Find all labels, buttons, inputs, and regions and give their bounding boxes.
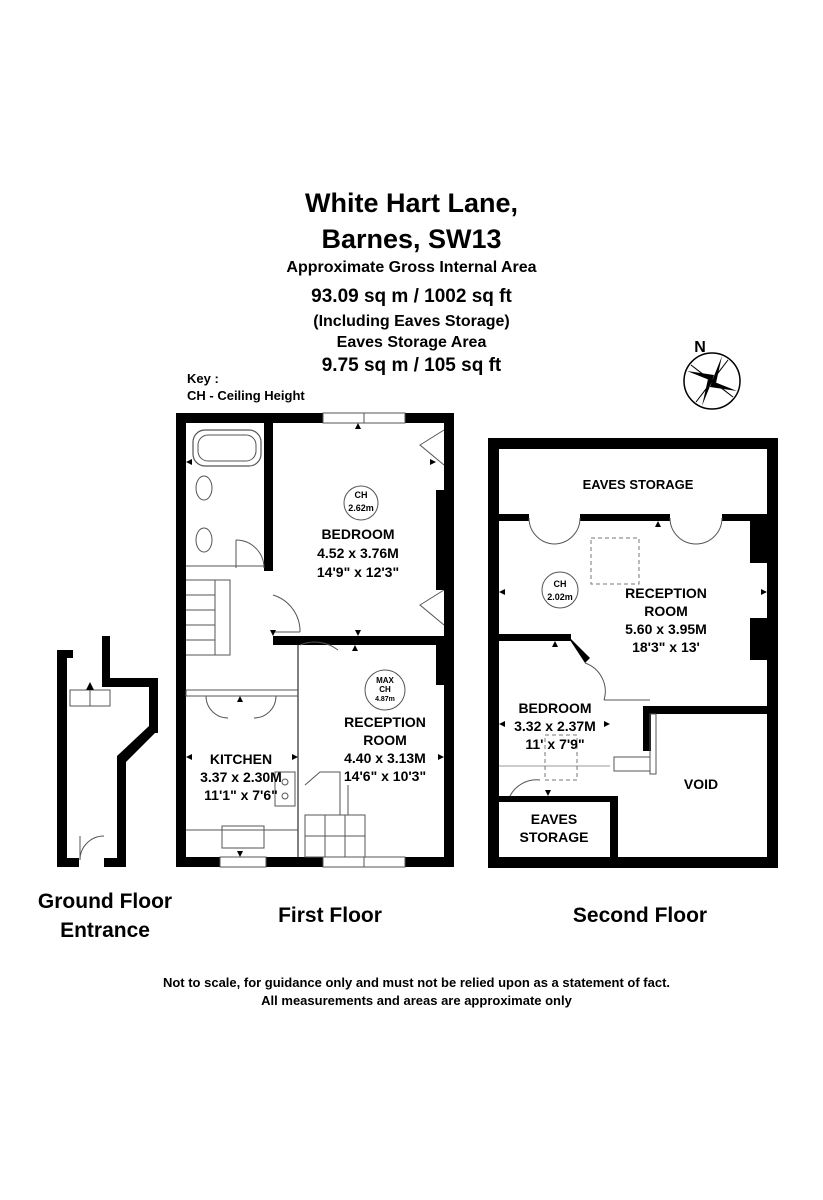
second-floor-label: Second Floor xyxy=(572,904,708,927)
sf-reception-metric: 5.60 x 3.95M xyxy=(625,621,707,637)
ff-reception-ch-label2: CH xyxy=(379,685,391,694)
ff-bedroom-ch-value: 2.62m xyxy=(348,503,374,513)
second-floor-plan: EAVES STORAGE CH 2.02m RECEPTION ROOM 5.… xyxy=(488,438,778,868)
ff-kitchen-imperial: 11'1" x 7'6" xyxy=(204,787,278,803)
ground-floor-plan xyxy=(57,636,158,867)
title-line-2: Barnes, SW13 xyxy=(321,224,502,254)
eaves-area-value: 9.75 sq m / 105 sq ft xyxy=(321,355,502,376)
ff-kitchen-name: KITCHEN xyxy=(210,751,272,767)
ff-reception-ch-value: 4.87m xyxy=(375,696,395,703)
ff-kitchen-metric: 3.37 x 2.30M xyxy=(200,769,282,785)
ff-bedroom-name: BEDROOM xyxy=(321,526,394,542)
ff-bedroom-ch-label: CH xyxy=(355,490,368,500)
first-floor-label: First Floor xyxy=(278,904,382,927)
key-title: Key : xyxy=(187,371,219,386)
title-line-1: White Hart Lane, xyxy=(304,188,519,218)
disclaimer-line-1: Not to scale, for guidance only and must… xyxy=(162,975,671,990)
sf-void-label: VOID xyxy=(684,776,718,792)
ff-reception-name1: RECEPTION xyxy=(344,714,426,730)
ff-reception-ch-label1: MAX xyxy=(376,676,394,685)
eaves-area-label: Eaves Storage Area xyxy=(336,334,487,351)
sf-bedroom-metric: 3.32 x 2.37M xyxy=(514,718,596,734)
gia-value: 93.09 sq m / 1002 sq ft xyxy=(311,286,512,307)
first-floor-plan: CH 2.62m BEDROOM 4.52 x 3.76M 14'9" x 12… xyxy=(176,412,454,868)
key-entry: CH - Ceiling Height xyxy=(187,388,305,403)
ff-bedroom-imperial: 14'9" x 12'3" xyxy=(317,564,399,580)
sf-bedroom-imperial: 11' x 7'9" xyxy=(525,736,584,752)
ff-reception-metric: 4.40 x 3.13M xyxy=(344,750,426,766)
gia-note: (Including Eaves Storage) xyxy=(313,313,510,330)
sf-bedroom-name: BEDROOM xyxy=(518,700,591,716)
ground-floor-label-line2: Entrance xyxy=(60,919,150,942)
ff-reception-name2: ROOM xyxy=(363,732,407,748)
sf-reception-name1: RECEPTION xyxy=(625,585,707,601)
sf-reception-ch-value: 2.02m xyxy=(547,592,573,602)
sf-reception-name2: ROOM xyxy=(644,603,688,619)
sf-reception-ch-label: CH xyxy=(554,579,567,589)
gia-label: Approximate Gross Internal Area xyxy=(286,259,537,276)
ff-reception-imperial: 14'6" x 10'3" xyxy=(344,768,426,784)
compass-north-letter: N xyxy=(694,339,706,356)
sf-eaves-storage-top: EAVES STORAGE xyxy=(583,477,694,492)
sf-eaves-small-line1: EAVES xyxy=(531,811,577,827)
disclaimer-line-2: All measurements and areas are approxima… xyxy=(261,993,572,1008)
compass-rose-icon: N xyxy=(683,339,741,410)
ground-floor-label-line1: Ground Floor xyxy=(37,890,173,913)
sf-reception-imperial: 18'3" x 13' xyxy=(632,639,700,655)
sf-eaves-small-line2: STORAGE xyxy=(520,829,589,845)
ff-bedroom-metric: 4.52 x 3.76M xyxy=(317,545,399,561)
